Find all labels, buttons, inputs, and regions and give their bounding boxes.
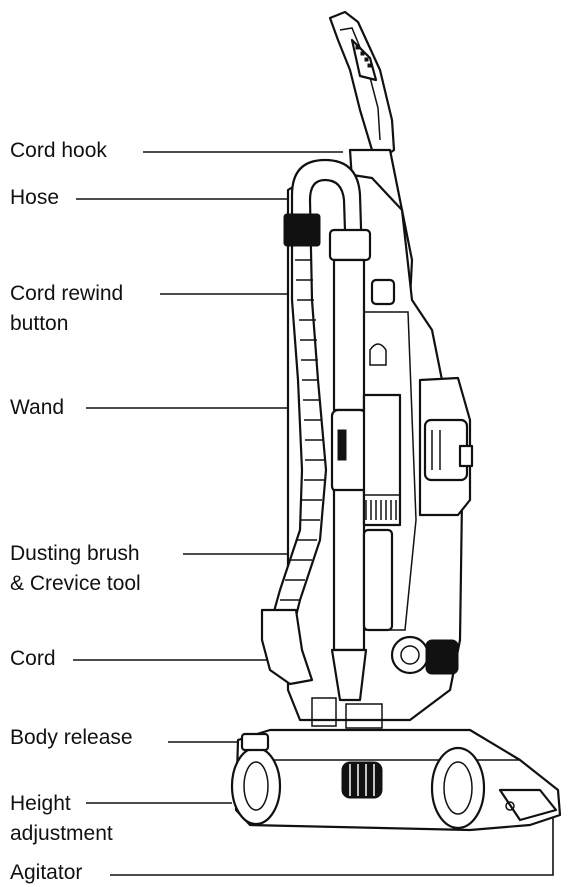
dusting-brush-tool <box>364 395 400 525</box>
crevice-tool <box>364 530 392 630</box>
